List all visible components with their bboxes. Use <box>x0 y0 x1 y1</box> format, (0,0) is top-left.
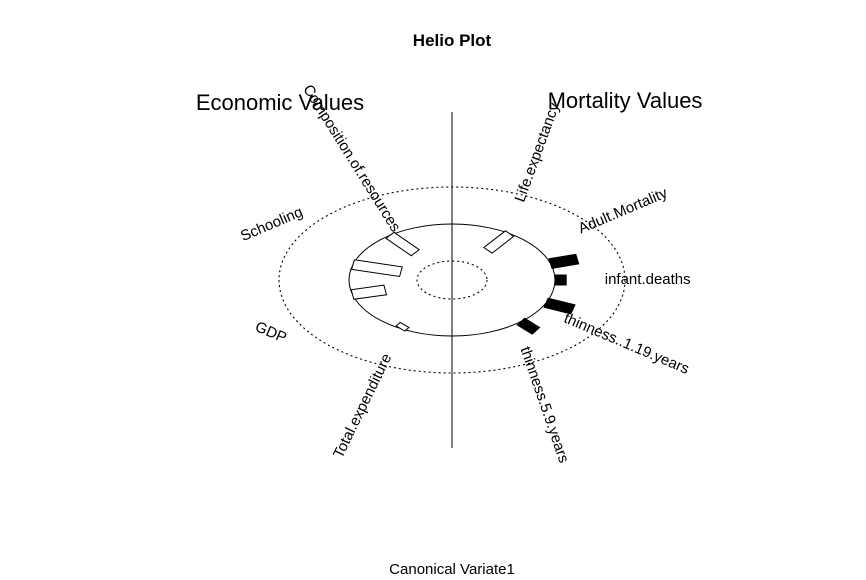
helio-bar <box>548 253 580 269</box>
helio-bars <box>350 230 580 335</box>
variable-label: infant.deaths <box>605 271 691 288</box>
helio-bar <box>516 317 541 335</box>
chart-title: Helio Plot <box>413 31 492 50</box>
helio-bar <box>554 274 567 286</box>
variable-label: Adult.Mortality <box>576 184 671 237</box>
helio-bar <box>395 321 410 332</box>
variable-label: thinness.5.9.years <box>517 345 573 466</box>
inner-dotted-ring <box>416 260 488 300</box>
helio-bar <box>350 259 403 278</box>
variable-label: Total.expenditure <box>330 351 395 461</box>
helio-bar <box>482 230 515 254</box>
group-title-mortality: Mortality Values <box>548 88 703 113</box>
outer-dotted-ring <box>278 186 626 374</box>
helio-bar <box>385 231 421 257</box>
variable-label: thinness..1.19.years <box>561 310 691 378</box>
variable-label: Schooling <box>238 204 305 245</box>
x-axis-label: Canonical Variate1 <box>389 561 515 578</box>
helio-bar <box>350 284 388 300</box>
variable-label: GDP <box>253 318 290 346</box>
variable-label: Life.expectancy <box>511 100 563 204</box>
variable-labels: Total.expenditureGDPSchoolingComposition… <box>238 82 692 465</box>
group-title-economic: Economic Values <box>196 90 364 115</box>
helio-bar <box>543 297 576 315</box>
